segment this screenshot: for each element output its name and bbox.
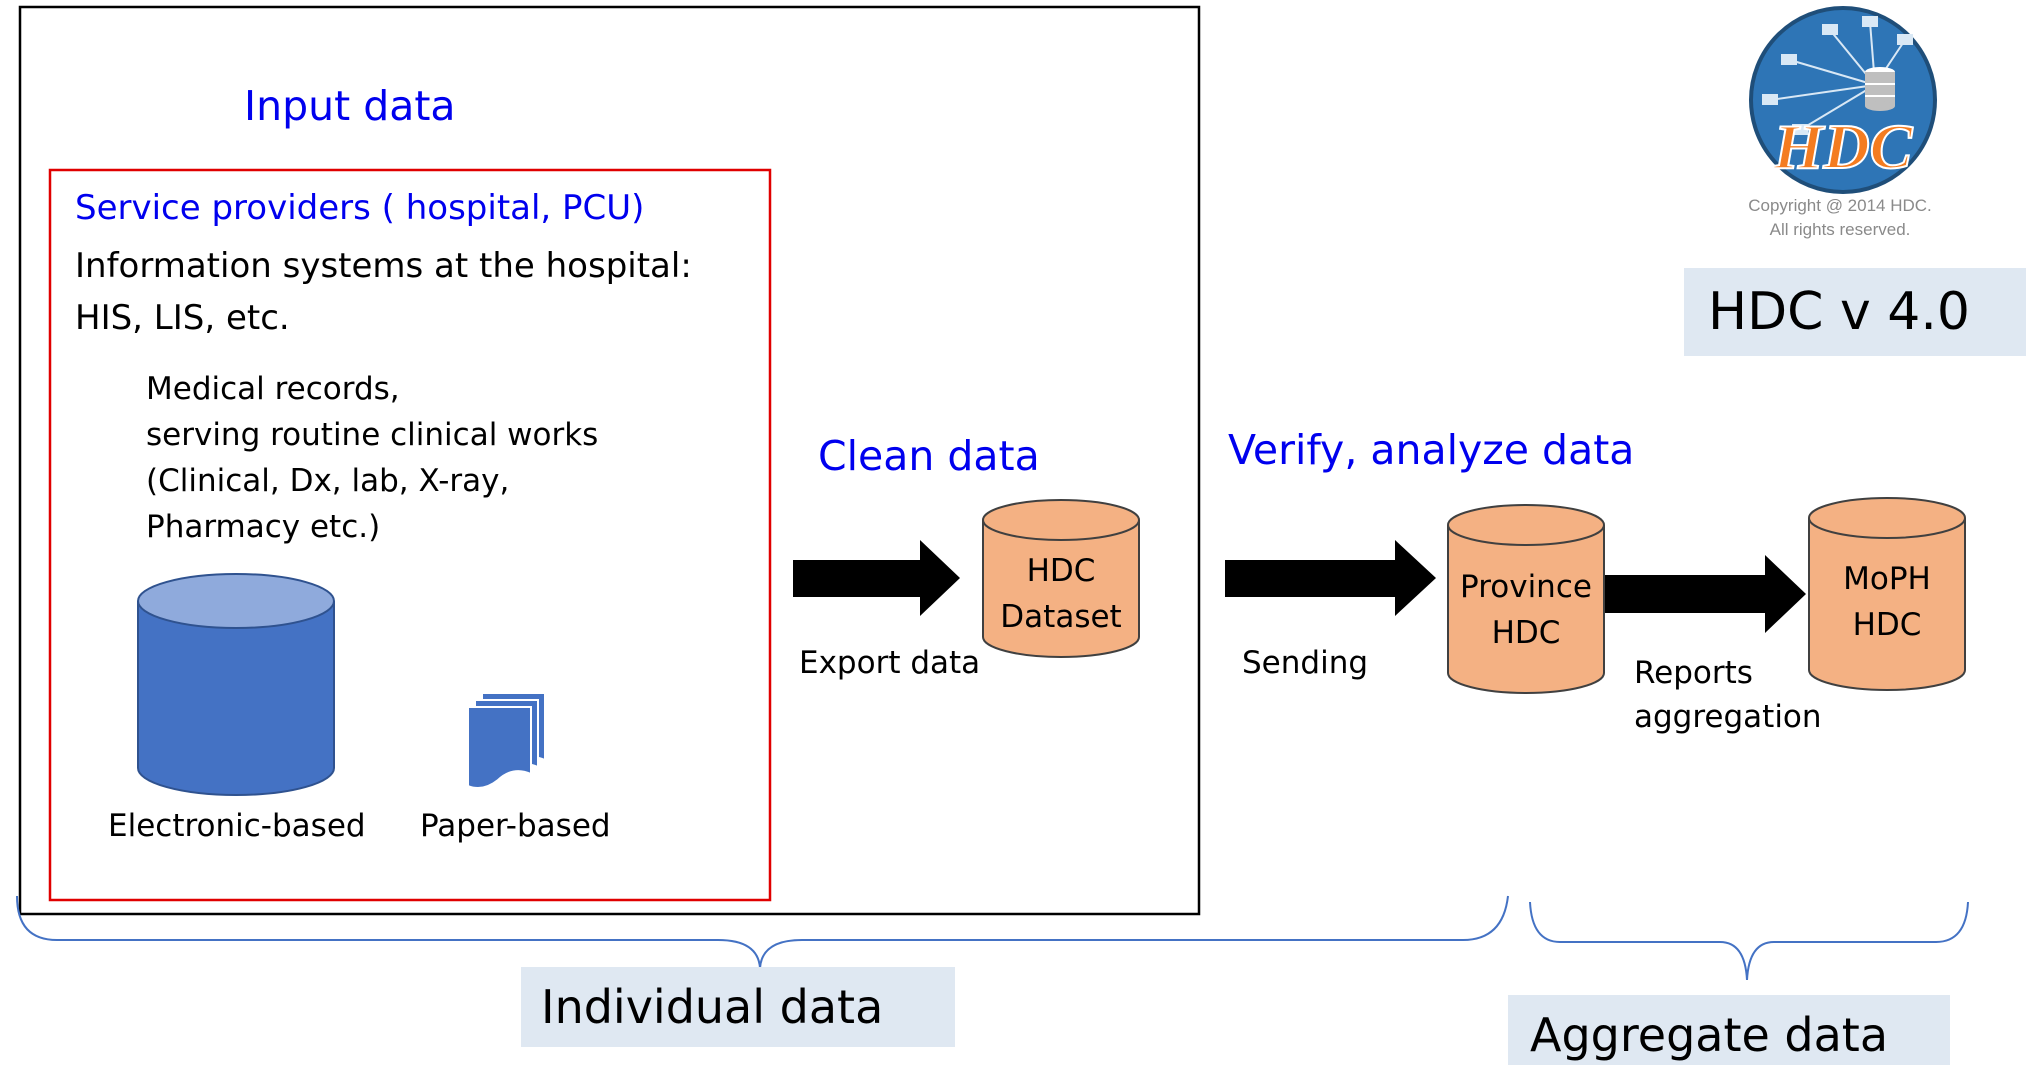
moph-hdc-label: MoPH HDC: [1843, 561, 1931, 643]
verify-analyze-title: Verify, analyze data: [1228, 426, 1635, 474]
aggregate-data-bracket: [1529, 901, 1969, 981]
province-hdc-label: Province HDC: [1460, 569, 1592, 651]
province-hdc-cylinder-icon: [1447, 504, 1605, 694]
individual-data-bracket: [16, 895, 1509, 969]
service-providers-title: Service providers ( hospital, PCU): [75, 188, 645, 228]
paper-based-label: Paper-based: [420, 808, 611, 844]
providers-box: [48, 168, 772, 902]
sending-label: Sending: [1242, 645, 1369, 681]
moph-hdc-cylinder-icon: [1808, 497, 1966, 691]
information-systems-text: Information systems at the hospital: HIS…: [75, 246, 692, 338]
hdc-dataset-label: HDC Dataset: [1000, 553, 1122, 635]
input-frame: [18, 5, 1201, 916]
clean-data-title: Clean data: [818, 432, 1040, 480]
svg-text:HDC: HDC: [1773, 111, 1914, 182]
aggregation-arrow: [1605, 555, 1806, 633]
export-arrow: [793, 540, 960, 616]
paper-documents-icon: [467, 692, 546, 789]
logo-copyright-text: Copyright @ 2014 HDC. All rights reserve…: [1748, 196, 1932, 239]
electronic-based-label: Electronic-based: [108, 808, 366, 844]
export-data-label: Export data: [799, 645, 981, 681]
hdc-logo-icon: HDC: [1749, 6, 1937, 194]
hdc-version-label: HDC v 4.0: [1684, 268, 2026, 356]
reports-aggregation-label: Reports aggregation: [1634, 655, 1822, 735]
sending-arrow: [1225, 540, 1436, 616]
input-data-title: Input data: [244, 82, 456, 130]
individual-data-label: Individual data: [521, 967, 955, 1047]
electronic-database-icon: [137, 573, 335, 796]
medical-records-text: Medical records, serving routine clinica…: [146, 371, 599, 545]
hdc-dataset-cylinder-icon: [982, 499, 1140, 658]
aggregate-data-label: Aggregate data: [1508, 995, 1950, 1065]
